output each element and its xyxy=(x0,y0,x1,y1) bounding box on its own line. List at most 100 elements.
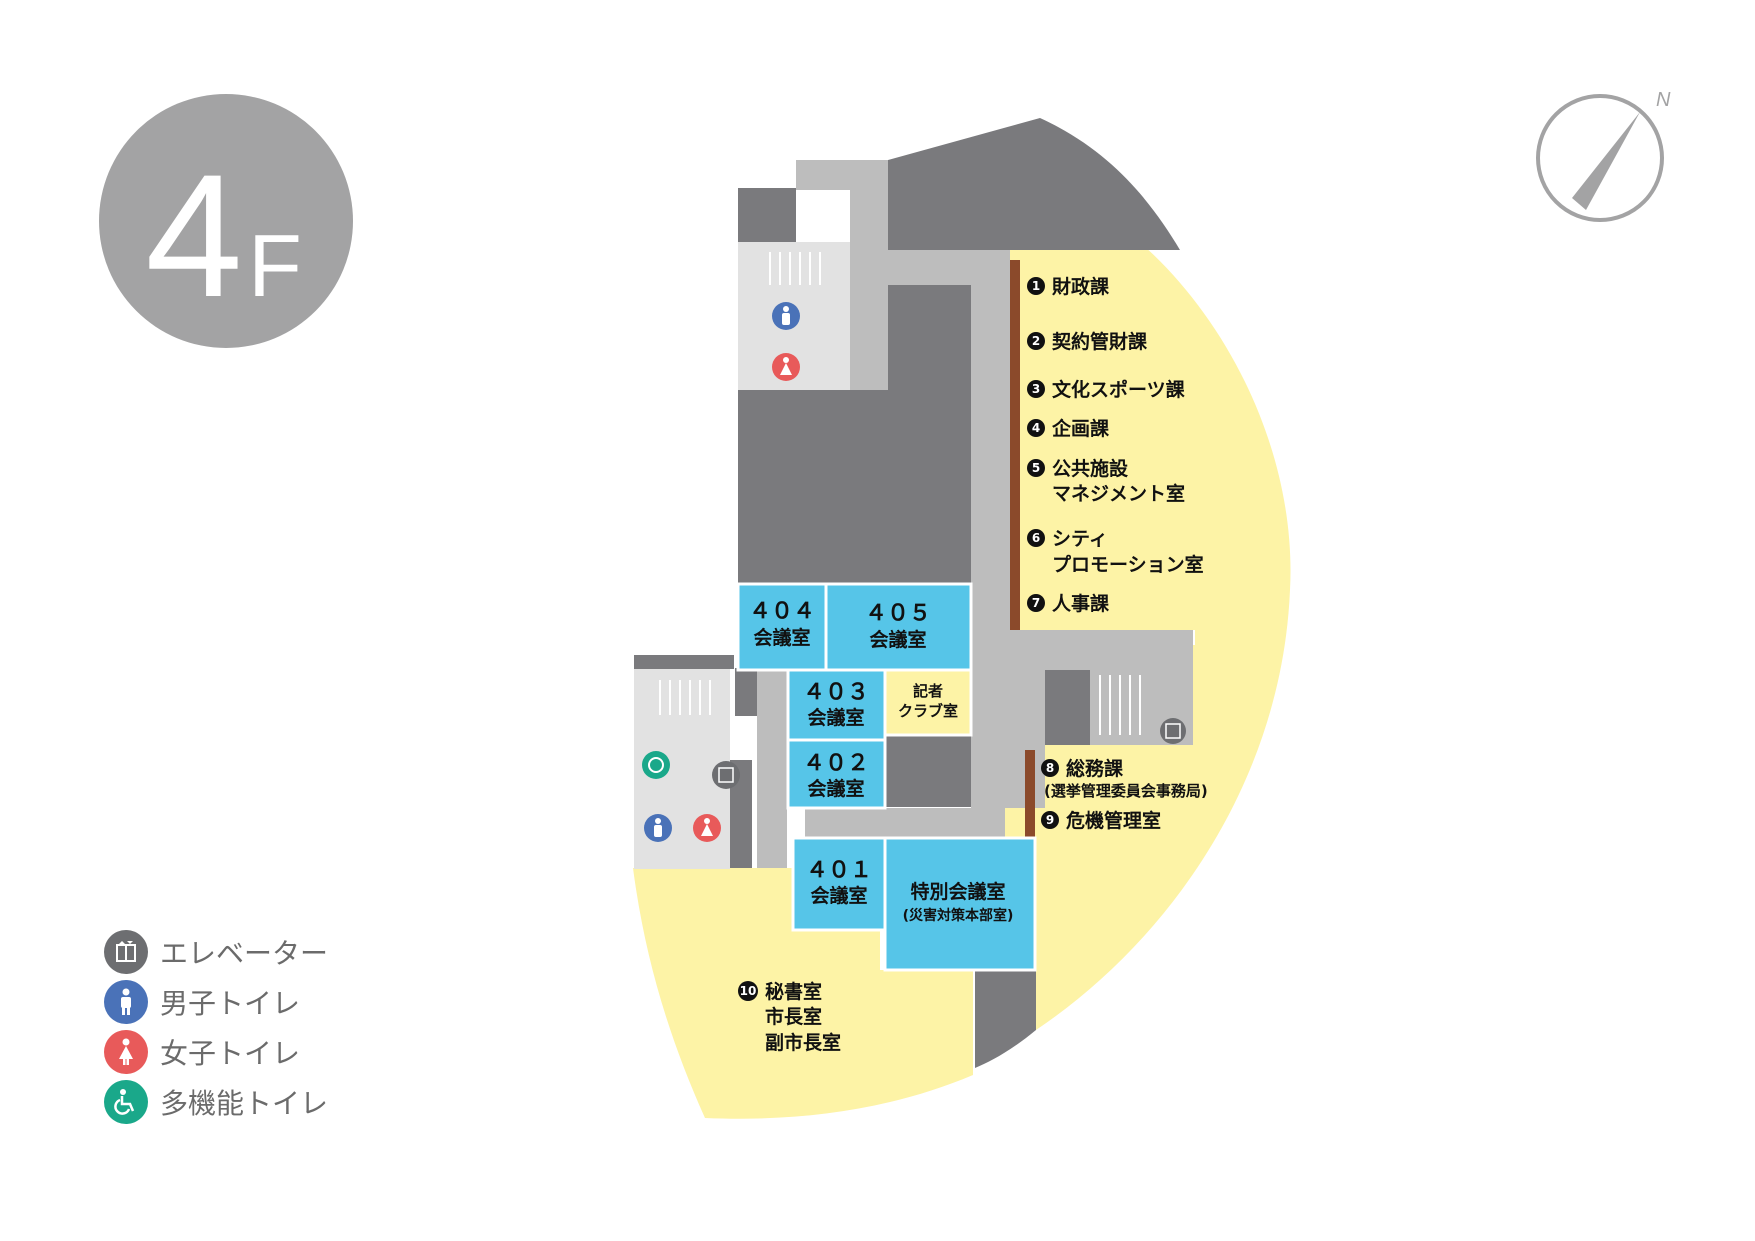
floor-badge xyxy=(99,94,353,348)
corridor-east xyxy=(971,630,1193,670)
compass-icon: N xyxy=(1536,89,1671,222)
corridor-south-link xyxy=(971,808,1005,838)
legend-row-mens-toilet: 男子トイレ xyxy=(104,980,328,1024)
press-room-line1: 記者 xyxy=(913,682,943,700)
core-center xyxy=(888,285,971,583)
core-south xyxy=(975,970,1036,1068)
corridor-south xyxy=(805,808,971,838)
compass-north-label: N xyxy=(1656,89,1671,111)
dept-10-name-line1: 秘書室 xyxy=(765,980,822,1003)
core-north xyxy=(738,188,796,242)
dept-3-name: 文化スポーツ課 xyxy=(1052,378,1186,401)
dept-8-number: 8 xyxy=(1046,761,1054,775)
room-402-number: ４０２ xyxy=(803,751,869,776)
dept-10-name-line3: 副市長室 xyxy=(765,1031,841,1054)
dept-3: 3 文化スポーツ課 xyxy=(1027,378,1186,401)
room-401-number: ４０１ xyxy=(806,858,872,883)
dept-2-number: 2 xyxy=(1032,334,1040,348)
corridor-spine xyxy=(971,285,1010,630)
special-meeting-room[interactable] xyxy=(883,836,1037,972)
press-room-line2: クラブ室 xyxy=(898,702,958,720)
dept-1-name: 財政課 xyxy=(1052,275,1110,298)
meeting-room-404[interactable] xyxy=(736,582,828,672)
dept-7-name: 人事課 xyxy=(1052,592,1110,615)
corridor-north-top xyxy=(796,160,850,190)
legend-label-mens-toilet: 男子トイレ xyxy=(160,987,301,1020)
legend-label-elevator: エレベーター xyxy=(160,937,329,970)
room-402-name: 会議室 xyxy=(807,777,864,800)
dept-5-number: 5 xyxy=(1032,461,1040,475)
dept-3-number: 3 xyxy=(1032,382,1040,396)
dept-7: 7 人事課 xyxy=(1027,592,1110,615)
stair-west xyxy=(659,680,711,715)
dept-2-name: 契約管財課 xyxy=(1051,330,1148,353)
dept-2: 2 契約管財課 xyxy=(1027,330,1148,353)
accessible-toilet-icon xyxy=(104,1080,148,1124)
elevator-icon xyxy=(712,761,740,789)
dept-8-name-line2: (選挙管理委員会事務局) xyxy=(1044,782,1208,800)
room-404-name: 会議室 xyxy=(753,626,810,649)
stair-east xyxy=(1099,675,1141,735)
floor-number: 4 xyxy=(145,139,242,334)
room-405-number: ４０５ xyxy=(865,601,931,626)
meeting-room-405[interactable] xyxy=(824,582,973,672)
dept-1-number: 1 xyxy=(1032,279,1040,293)
core-west-shaft xyxy=(730,760,752,868)
legend: エレベーター 男子トイレ 女子トイレ 多機能トイレ xyxy=(104,930,328,1130)
press-club-room[interactable] xyxy=(883,668,973,737)
dept-7-number: 7 xyxy=(1032,596,1040,610)
room-405-name: 会議室 xyxy=(869,628,926,651)
dept-9: 9 危機管理室 xyxy=(1041,809,1161,832)
mens-toilet-icon xyxy=(104,980,148,1024)
elevator-icon xyxy=(1160,718,1186,744)
core-mid xyxy=(885,735,971,807)
dept-8: 8 総務課 (選挙管理委員会事務局) xyxy=(1041,757,1208,800)
dept-6-number: 6 xyxy=(1032,531,1040,545)
room-401-name: 会議室 xyxy=(810,884,867,907)
special-room-line1: 特別会議室 xyxy=(910,880,1005,903)
service-counter-east xyxy=(1010,260,1020,630)
mens-toilet-icon xyxy=(772,302,800,330)
legend-label-accessible-toilet: 多機能トイレ xyxy=(160,1087,329,1120)
dept-5-name-line2: マネジメント室 xyxy=(1052,482,1185,505)
special-room-line2: (災害対策本部室) xyxy=(903,907,1014,924)
room-403-number: ４０３ xyxy=(803,680,869,705)
corridor-north-east xyxy=(888,250,1010,285)
womens-toilet-icon xyxy=(693,814,721,842)
dept-4: 4 企画課 xyxy=(1027,417,1110,440)
accessible-toilet-icon xyxy=(642,751,670,779)
core-center-west xyxy=(738,390,888,583)
dept-10: 10 秘書室 市長室 副市長室 xyxy=(738,980,841,1054)
office-area-east xyxy=(1000,170,1291,1030)
dept-1: 1 財政課 xyxy=(1027,275,1110,298)
dept-8-name-line1: 総務課 xyxy=(1066,757,1124,780)
legend-label-womens-toilet: 女子トイレ xyxy=(160,1037,301,1070)
core-east-stair xyxy=(1045,670,1090,745)
dept-10-name-line2: 市長室 xyxy=(765,1005,822,1028)
dept-4-name: 企画課 xyxy=(1051,417,1110,440)
dept-10-number: 10 xyxy=(740,984,757,998)
corridor-north xyxy=(850,160,888,390)
meeting-room-401[interactable] xyxy=(791,836,887,932)
legend-row-womens-toilet: 女子トイレ xyxy=(104,1030,328,1074)
dept-9-name: 危機管理室 xyxy=(1066,809,1161,832)
corridor-west xyxy=(757,668,787,868)
core-west-top xyxy=(634,655,734,669)
legend-row-accessible-toilet: 多機能トイレ xyxy=(104,1080,328,1124)
mens-toilet-icon xyxy=(644,814,672,842)
legend-row-elevator: エレベーター xyxy=(104,930,328,974)
dept-6: 6 シティ プロモーション室 xyxy=(1027,528,1204,576)
service-counter-southeast xyxy=(1025,750,1035,840)
elevator-icon xyxy=(104,930,148,974)
meeting-room-402[interactable] xyxy=(786,738,887,810)
core-northeast xyxy=(888,118,1180,250)
room-403-name: 会議室 xyxy=(807,706,864,729)
womens-toilet-icon xyxy=(104,1030,148,1074)
dept-5: 5 公共施設 マネジメント室 xyxy=(1027,457,1185,505)
dept-5-name-line1: 公共施設 xyxy=(1052,457,1129,480)
stair-north xyxy=(769,252,821,285)
dept-9-number: 9 xyxy=(1046,813,1054,827)
dept-6-name-line1: シティ xyxy=(1052,528,1108,550)
floor-unit: F xyxy=(248,216,302,315)
